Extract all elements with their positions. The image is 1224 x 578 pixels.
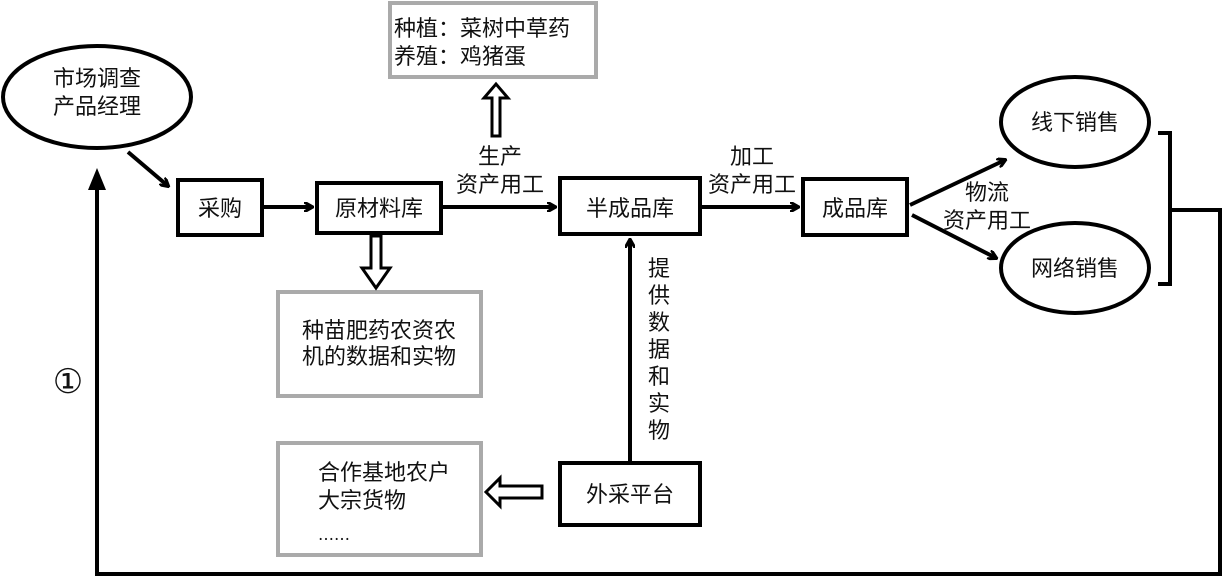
label-provide-char: 数	[648, 311, 670, 336]
label-provide-char: 和	[648, 365, 670, 390]
node-finished: 成品库	[801, 177, 909, 237]
hollow-arrow-up-planting	[480, 81, 512, 138]
node-semi-finished: 半成品库	[558, 176, 702, 236]
node-market-line2: 产品经理	[53, 95, 141, 120]
arrow-finished-to-online	[911, 213, 996, 258]
node-purchase-label: 采购	[198, 197, 242, 222]
note-partners-line2: 大宗货物	[318, 489, 406, 514]
label-provide-char: 提	[648, 257, 670, 282]
node-market: 市场调查 产品经理	[1, 44, 193, 150]
note-planting: 种植：菜树中草药 养殖：鸡猪蛋	[388, 1, 598, 79]
feedback-loop-line	[95, 175, 1222, 576]
label-provide-data: 提 供 数 据 和 实 物	[648, 257, 670, 444]
node-offline-label: 线下销售	[1031, 111, 1119, 136]
note-supplies: 种苗肥药农资农 机的数据和实物	[276, 290, 483, 398]
label-production-1: 生产	[478, 145, 522, 170]
note-supplies-line1: 种苗肥药农资农	[302, 319, 456, 344]
note-planting-line1: 种植：菜树中草药	[394, 17, 570, 42]
sales-bracket	[1158, 131, 1172, 286]
note-supplies-line2: 机的数据和实物	[302, 345, 456, 370]
node-raw-label: 原材料库	[335, 197, 423, 222]
node-market-line1: 市场调查	[53, 67, 141, 92]
label-logistics-1: 物流	[965, 181, 1009, 206]
node-online-label: 网络销售	[1031, 257, 1119, 282]
label-production-2: 资产用工	[456, 173, 544, 198]
arrow-market-to-purchase	[126, 150, 168, 186]
note-partners-line1: 合作基地农户	[318, 461, 450, 486]
node-external-platform: 外采平台	[558, 461, 702, 527]
node-raw-materials: 原材料库	[315, 181, 443, 235]
label-provide-char: 据	[648, 338, 670, 363]
loop-marker: ①	[53, 362, 83, 402]
label-provide-char: 实	[648, 392, 670, 417]
node-semi-label: 半成品库	[586, 197, 674, 222]
label-processing-2: 资产用工	[708, 173, 796, 198]
label-processing-1: 加工	[730, 145, 774, 170]
node-online-sales: 网络销售	[999, 221, 1151, 315]
node-purchase: 采购	[176, 178, 264, 237]
note-partners-ellipsis: ……	[318, 525, 350, 544]
hollow-arrow-left-partners	[483, 474, 544, 510]
note-planting-line2: 养殖：鸡猪蛋	[394, 45, 526, 70]
node-offline-sales: 线下销售	[999, 75, 1151, 169]
arrow-finished-to-offline	[909, 160, 1005, 207]
hollow-arrow-down-supplies	[359, 234, 393, 291]
label-logistics-2: 资产用工	[943, 209, 1031, 234]
label-provide-char: 物	[648, 419, 670, 444]
node-external-label: 外采平台	[586, 483, 674, 508]
label-provide-char: 供	[648, 284, 670, 309]
note-partners: 合作基地农户 大宗货物 ……	[276, 441, 483, 557]
node-finished-label: 成品库	[822, 197, 888, 222]
feedback-arrowhead	[88, 168, 106, 190]
